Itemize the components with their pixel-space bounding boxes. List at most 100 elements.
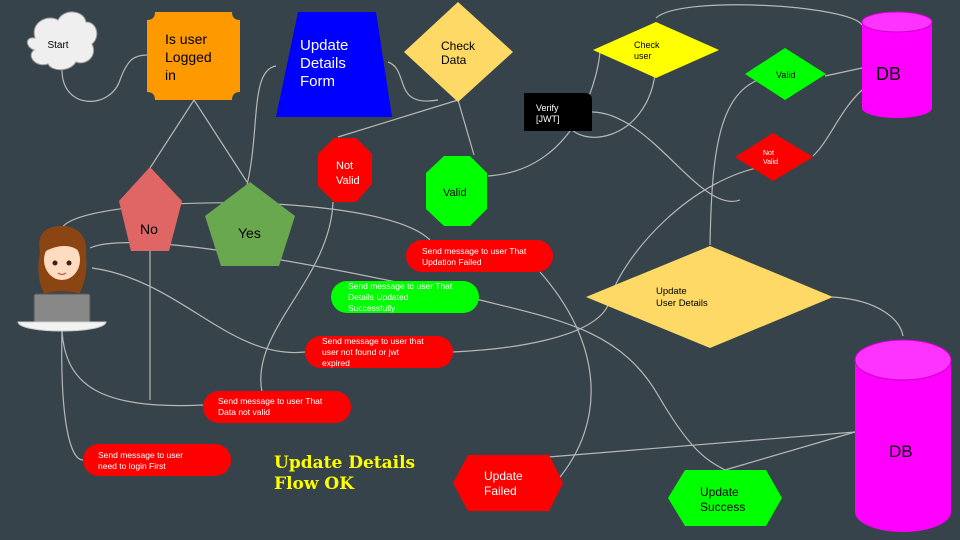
- db-bottom-cap: [854, 339, 952, 381]
- msg-details-updated-line1: Send message to user That: [348, 281, 453, 291]
- update-user-details-line2: User Details: [656, 298, 708, 309]
- is-logged-in-node: Is user Logged in: [147, 12, 240, 100]
- connectors: [61, 4, 904, 484]
- start-node: Start: [26, 11, 98, 71]
- update-form-line2: Details: [300, 55, 346, 72]
- start-cloud-shape: [26, 11, 98, 71]
- connector-verify-to-notvalid: [589, 111, 741, 203]
- connector-logged-to-no: [149, 99, 195, 169]
- update-success-line2: Success: [700, 500, 745, 514]
- not-valid-data-shape: [318, 138, 372, 202]
- yes-label: Yes: [238, 225, 261, 241]
- connector-update-to-db: [831, 296, 904, 337]
- avatar-bangs: [44, 239, 80, 252]
- msg-details-updated-shape: [331, 281, 479, 313]
- db-bottom-label: DB: [889, 442, 913, 461]
- verify-jwt-node: Verify [JWT]: [524, 93, 592, 131]
- update-success-line1: Update: [700, 485, 739, 499]
- check-user-line1: Check: [634, 40, 660, 50]
- no-node: No: [119, 167, 182, 251]
- not-valid-user-shape: [735, 133, 813, 181]
- check-user-shape: [593, 22, 719, 78]
- db-top-cap: [861, 11, 933, 33]
- connector-logged-to-yes: [193, 99, 248, 183]
- valid-data-label: Valid: [443, 187, 467, 199]
- update-failed-shape: [453, 455, 563, 511]
- flow-caption: Update Details Flow OK: [274, 453, 415, 494]
- connector-user-to-datanotvalid: [61, 329, 204, 407]
- caption-line2: Flow OK: [274, 474, 355, 494]
- connector-db-to-failed: [535, 431, 856, 459]
- connector-form-to-checkdata: [387, 61, 439, 102]
- check-data-node: Check Data: [404, 2, 513, 102]
- update-failed-node: Update Failed: [453, 455, 563, 511]
- user-avatar: [17, 226, 107, 332]
- valid-user-shape: [745, 48, 826, 100]
- msg-updation-failed-line1: Send message to user That: [422, 246, 527, 256]
- db-top-label: DB: [876, 64, 901, 84]
- no-shape: [119, 167, 182, 251]
- connector-user-to-notfound: [91, 267, 306, 354]
- check-data-line2: Data: [441, 53, 467, 67]
- update-form-node: Update Details Form: [276, 12, 392, 117]
- msg-user-not-found-shape: [305, 336, 453, 368]
- connector-checkdata-to-valid: [457, 99, 475, 156]
- msg-login-first-shape: [83, 444, 231, 476]
- yes-node: Yes: [205, 182, 295, 266]
- not-valid-data-line2: Valid: [336, 175, 360, 187]
- msg-user-not-found-line2: user not found or jwt: [322, 347, 400, 357]
- msg-data-not-valid: Send message to user That Data not valid: [203, 391, 351, 423]
- connector-yes-to-form: [246, 65, 277, 186]
- update-user-details-shape: [586, 246, 833, 348]
- avatar-eye-right: [66, 260, 72, 266]
- start-label: Start: [47, 40, 68, 51]
- verify-jwt-line2: [JWT]: [536, 114, 560, 124]
- db-top-body: [862, 22, 932, 118]
- check-data-shape: [404, 2, 513, 102]
- msg-login-first-line1: Send message to user: [98, 450, 183, 460]
- valid-user-node: Valid: [745, 48, 826, 100]
- db-bottom-body: [855, 360, 951, 532]
- connector-db-to-valid: [824, 67, 863, 77]
- yes-shape: [205, 182, 295, 266]
- msg-user-not-found-line1: Send message to user that: [322, 336, 424, 346]
- connector-user-to-details: [89, 242, 726, 471]
- not-valid-data-node: Not Valid: [318, 138, 372, 202]
- laptop-desk: [17, 321, 107, 332]
- update-user-details-node: Update User Details: [586, 246, 833, 348]
- connector-notvalid-to-datanotvalid: [260, 201, 334, 393]
- db-top-node: DB: [861, 11, 933, 118]
- connector-checkuser-to-db: [655, 4, 863, 26]
- connector-db-to-notvalid: [812, 89, 863, 157]
- msg-data-not-valid-line1: Send message to user That: [218, 396, 323, 406]
- avatar-eye-left: [52, 260, 58, 266]
- check-user-node: Check user: [593, 22, 719, 78]
- update-failed-line1: Update: [484, 469, 523, 483]
- valid-data-shape: [426, 156, 487, 226]
- msg-details-updated: Send message to user That Details Update…: [331, 281, 479, 313]
- msg-login-first: Send message to user need to login First: [83, 444, 231, 476]
- update-form-line1: Update: [300, 37, 348, 54]
- avatar-face: [44, 240, 80, 280]
- caption-line1: Update Details: [274, 453, 415, 473]
- update-success-node: Update Success: [668, 470, 782, 526]
- connector-updationfailed-to-failed: [539, 271, 592, 484]
- msg-login-first-line2: need to login First: [98, 461, 166, 471]
- msg-updation-failed-line2: Updation Failed: [422, 257, 482, 267]
- msg-details-updated-line3: Successfully: [348, 303, 396, 313]
- avatar-mouth: [57, 272, 67, 276]
- not-valid-user-node: Not Valid: [735, 133, 813, 181]
- is-logged-in-line2: Logged: [165, 49, 212, 65]
- connector-checkdata-to-notvalid: [337, 99, 459, 138]
- msg-details-updated-line2: Details Updated: [348, 292, 409, 302]
- verify-jwt-line1: Verify: [536, 103, 559, 113]
- not-valid-user-line1: Not: [763, 150, 774, 157]
- msg-data-not-valid-shape: [203, 391, 351, 423]
- update-success-shape: [668, 470, 782, 526]
- is-logged-in-line3: in: [165, 67, 176, 83]
- msg-user-not-found: Send message to user that user not found…: [305, 336, 453, 368]
- connector-db-to-success: [724, 431, 856, 471]
- valid-data-node: Valid: [426, 156, 487, 226]
- update-form-line3: Form: [300, 73, 335, 90]
